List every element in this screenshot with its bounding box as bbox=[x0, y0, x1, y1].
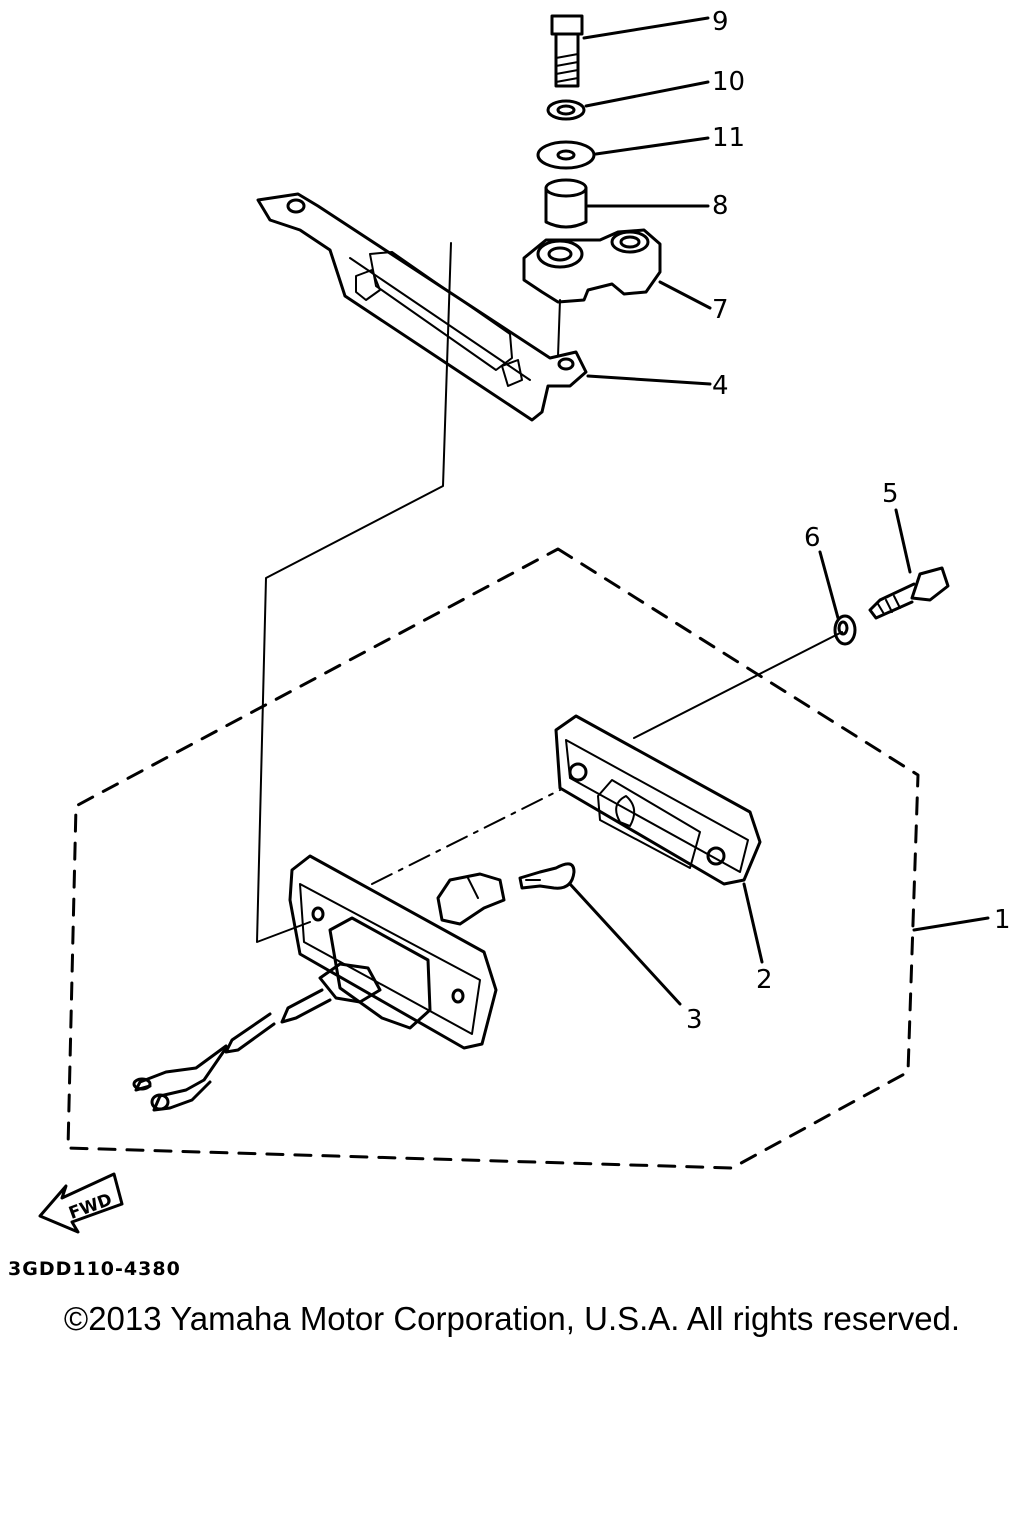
callout-10: 10 bbox=[712, 67, 745, 97]
lens-2 bbox=[554, 714, 762, 886]
callout-5: 5 bbox=[882, 479, 899, 509]
alignment-line bbox=[256, 242, 452, 943]
lock-washer-10 bbox=[546, 99, 586, 121]
callout-7: 7 bbox=[712, 295, 729, 325]
assembly-boundary bbox=[66, 547, 920, 1170]
washer-6 bbox=[833, 614, 857, 646]
bolt-5 bbox=[868, 566, 950, 620]
fwd-arrow-icon bbox=[38, 1172, 124, 1234]
bolt-9 bbox=[550, 14, 584, 88]
callout-9: 9 bbox=[712, 7, 729, 37]
lamp-base bbox=[132, 854, 506, 1112]
drawing-code: 3GDD110-4380 bbox=[8, 1258, 181, 1280]
callout-8: 8 bbox=[712, 191, 729, 221]
callout-4: 4 bbox=[712, 371, 729, 401]
copyright-notice: ©2013 Yamaha Motor Corporation, U.S.A. A… bbox=[63, 1300, 961, 1337]
callout-3: 3 bbox=[686, 1005, 703, 1035]
fwd-label: FWD bbox=[66, 1190, 115, 1224]
link-7 bbox=[522, 228, 662, 304]
collar-8 bbox=[544, 178, 588, 229]
bracket-4 bbox=[256, 192, 588, 422]
washer-11 bbox=[536, 140, 596, 170]
callout-1: 1 bbox=[994, 905, 1011, 935]
callout-2: 2 bbox=[756, 965, 773, 995]
bulb-3 bbox=[518, 862, 576, 890]
callout-11: 11 bbox=[712, 123, 745, 153]
callout-6: 6 bbox=[804, 523, 821, 553]
